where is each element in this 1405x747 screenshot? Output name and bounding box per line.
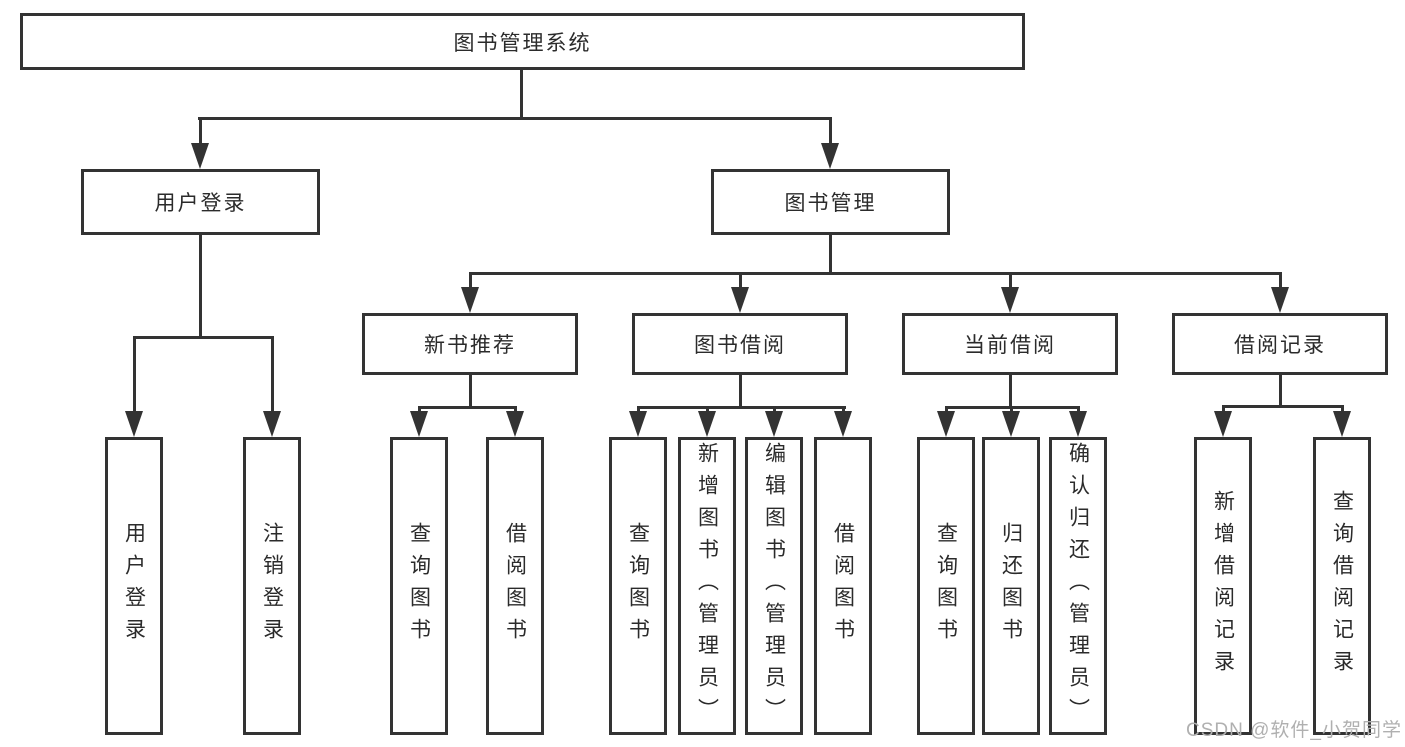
leaf-current-confirm-admin-label: 确认归还（管理员） xyxy=(1066,442,1090,730)
leaf-logout: 注销登录 xyxy=(243,437,301,735)
arrow-down-icon xyxy=(191,143,209,169)
node-borrow-records-label: 借阅记录 xyxy=(1234,334,1326,357)
connector-arrow-stem xyxy=(271,337,274,427)
node-book-management: 图书管理 xyxy=(711,169,950,235)
leaf-newbook-query-label: 查询图书 xyxy=(407,522,431,650)
connector-line xyxy=(829,235,832,275)
arrow-down-icon xyxy=(506,411,524,437)
arrow-down-icon xyxy=(1001,287,1019,313)
leaf-current-query-label: 查询图书 xyxy=(934,522,958,650)
leaf-newbook-borrow: 借阅图书 xyxy=(486,437,544,735)
arrow-down-icon xyxy=(1271,287,1289,313)
leaf-current-confirm-admin: 确认归还（管理员） xyxy=(1049,437,1107,735)
leaf-borrow-borrow: 借阅图书 xyxy=(814,437,872,735)
connector-line xyxy=(739,375,742,409)
leaf-newbook-query: 查询图书 xyxy=(390,437,448,735)
arrow-down-icon xyxy=(1214,411,1232,437)
watermark: CSDN @软件_小贺同学 xyxy=(1186,720,1402,741)
connector-line xyxy=(199,235,202,339)
connector-line xyxy=(1009,375,1012,409)
node-book-borrow: 图书借阅 xyxy=(632,313,848,375)
arrow-down-icon xyxy=(731,287,749,313)
arrow-down-icon xyxy=(1333,411,1351,437)
node-root: 图书管理系统 xyxy=(20,13,1025,70)
connector-line xyxy=(1279,375,1282,408)
connector-line xyxy=(520,70,523,119)
connector-line xyxy=(1222,405,1344,408)
arrow-down-icon xyxy=(125,411,143,437)
arrow-down-icon xyxy=(1002,411,1020,437)
arrow-down-icon xyxy=(263,411,281,437)
connector-arrow-stem xyxy=(829,118,832,159)
node-book-management-label: 图书管理 xyxy=(784,192,877,215)
connector-line xyxy=(469,272,1282,275)
connector-line xyxy=(945,406,1080,409)
arrow-down-icon xyxy=(1069,411,1087,437)
connector-line xyxy=(198,117,832,120)
connector-line xyxy=(469,375,472,409)
connector-arrow-stem xyxy=(133,337,136,427)
leaf-current-return-label: 归还图书 xyxy=(999,522,1023,650)
connector-arrow-stem xyxy=(199,118,202,159)
leaf-user-login: 用户登录 xyxy=(105,437,163,735)
leaf-records-query: 查询借阅记录 xyxy=(1313,437,1371,735)
arrow-down-icon xyxy=(937,411,955,437)
leaf-borrow-query: 查询图书 xyxy=(609,437,667,735)
node-root-label: 图书管理系统 xyxy=(453,31,592,55)
arrow-down-icon xyxy=(765,411,783,437)
connector-line xyxy=(418,406,517,409)
leaf-borrow-query-label: 查询图书 xyxy=(626,522,650,650)
leaf-borrow-add-admin-label: 新增图书（管理员） xyxy=(695,442,719,730)
node-new-book-recommend: 新书推荐 xyxy=(362,313,578,375)
leaf-records-add: 新增借阅记录 xyxy=(1194,437,1252,735)
node-new-book-recommend-label: 新书推荐 xyxy=(424,334,516,357)
node-current-borrow: 当前借阅 xyxy=(902,313,1118,375)
leaf-user-login-label: 用户登录 xyxy=(122,522,146,650)
leaf-records-add-label: 新增借阅记录 xyxy=(1211,490,1235,682)
arrow-down-icon xyxy=(461,287,479,313)
leaf-logout-label: 注销登录 xyxy=(260,522,284,650)
leaf-borrow-borrow-label: 借阅图书 xyxy=(831,522,855,650)
arrow-down-icon xyxy=(410,411,428,437)
leaf-borrow-edit-admin: 编辑图书（管理员） xyxy=(745,437,803,735)
connector-line xyxy=(637,406,846,409)
arrow-down-icon xyxy=(698,411,716,437)
node-user-login-label: 用户登录 xyxy=(154,192,247,215)
leaf-borrow-edit-admin-label: 编辑图书（管理员） xyxy=(762,442,786,730)
arrow-down-icon xyxy=(821,143,839,169)
leaf-current-return: 归还图书 xyxy=(982,437,1040,735)
node-book-borrow-label: 图书借阅 xyxy=(694,334,786,357)
leaf-records-query-label: 查询借阅记录 xyxy=(1330,490,1354,682)
node-current-borrow-label: 当前借阅 xyxy=(964,334,1056,357)
leaf-newbook-borrow-label: 借阅图书 xyxy=(503,522,527,650)
leaf-current-query: 查询图书 xyxy=(917,437,975,735)
node-borrow-records: 借阅记录 xyxy=(1172,313,1388,375)
node-user-login: 用户登录 xyxy=(81,169,320,235)
arrow-down-icon xyxy=(834,411,852,437)
connector-line xyxy=(133,336,274,339)
leaf-borrow-add-admin: 新增图书（管理员） xyxy=(678,437,736,735)
arrow-down-icon xyxy=(629,411,647,437)
